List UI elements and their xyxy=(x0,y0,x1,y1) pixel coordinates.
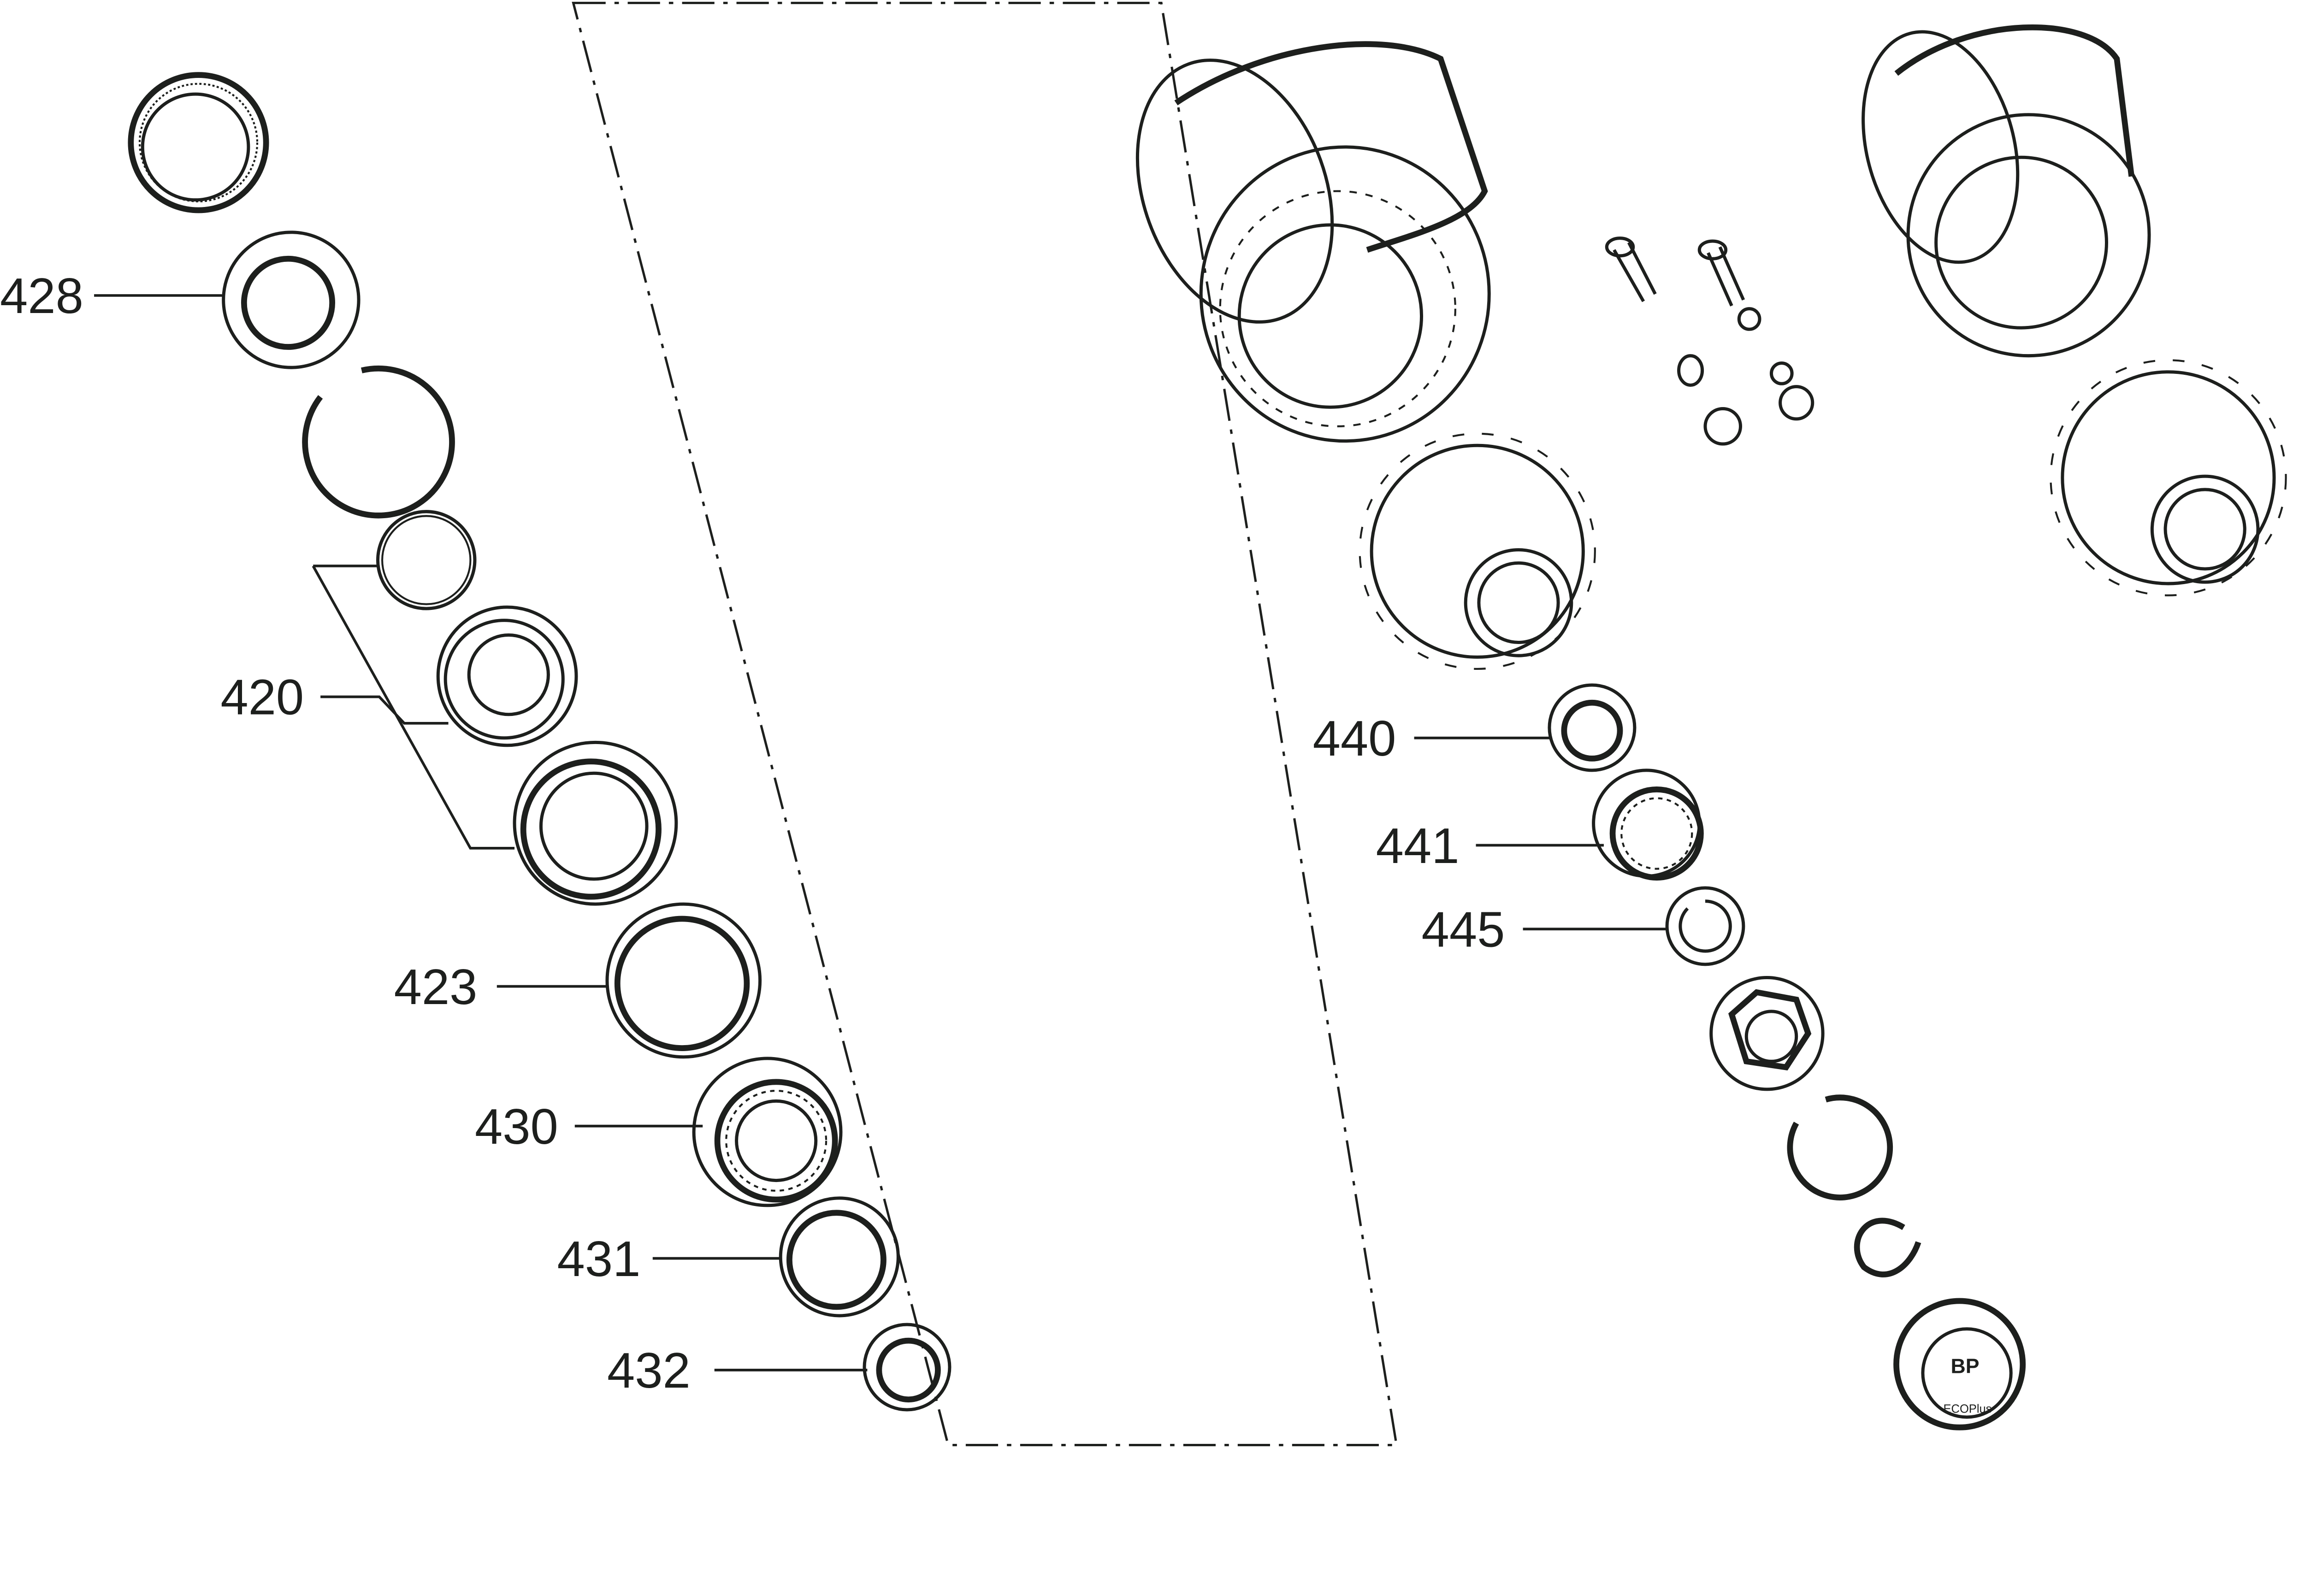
part-snap-ring-left xyxy=(302,366,455,519)
part-bearing-cup xyxy=(436,605,578,747)
part-axle-nut-top xyxy=(128,72,269,213)
label-440: 440 xyxy=(1313,710,1396,766)
logo-bpw: BP xyxy=(1950,1355,1979,1377)
part-445 xyxy=(1665,886,1745,966)
part-430 xyxy=(692,1057,843,1207)
label-445: 445 xyxy=(1422,902,1505,958)
part-432 xyxy=(863,1323,952,1412)
part-snap-ring-right xyxy=(1787,1094,1893,1200)
label-420: 420 xyxy=(220,669,304,725)
part-wheel-hub xyxy=(1359,432,1596,670)
label-423: 423 xyxy=(394,959,478,1015)
leader-420-c xyxy=(320,695,449,725)
part-brake-drum xyxy=(1135,41,1491,443)
part-423 xyxy=(605,902,762,1059)
part-wheel-bolts xyxy=(1605,236,1814,446)
part-brake-drum-2 xyxy=(1862,24,2151,358)
part-retaining-clip xyxy=(1854,1218,1921,1277)
label-431: 431 xyxy=(557,1231,641,1287)
part-hub-cap: ECOPlus BP xyxy=(1893,1298,2026,1430)
label-428: 428 xyxy=(0,268,83,324)
diagram-canvas: 428 420 423 430 431 432 xyxy=(0,1,2287,1447)
label-432: 432 xyxy=(607,1342,691,1398)
part-o-ring xyxy=(376,510,477,610)
label-430: 430 xyxy=(475,1099,558,1154)
leader-420-b xyxy=(312,565,515,850)
logo-ecoplus: ECOPlus xyxy=(1944,1402,1992,1415)
part-441 xyxy=(1592,768,1704,881)
part-axle-nut xyxy=(1709,976,1825,1091)
part-428 xyxy=(222,231,361,369)
assembly-boundary xyxy=(572,1,1398,1447)
part-bearing-large xyxy=(513,740,678,906)
part-431 xyxy=(779,1196,900,1318)
part-440 xyxy=(1548,683,1637,772)
part-wheel-hub-2 xyxy=(2050,359,2287,597)
exploded-diagram: 428 420 423 430 431 432 xyxy=(0,1,2287,1447)
label-441: 441 xyxy=(1376,818,1460,874)
